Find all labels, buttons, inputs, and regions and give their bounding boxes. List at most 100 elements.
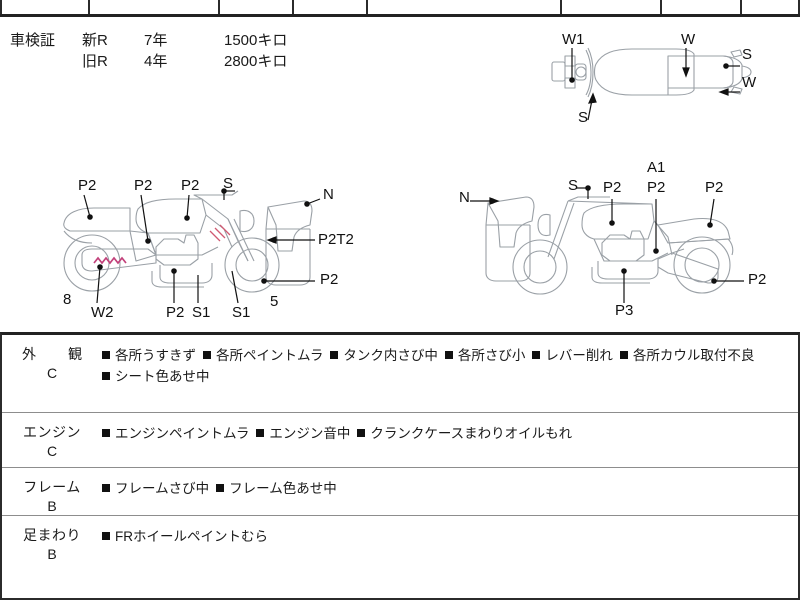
condition-items-frame: フレームさび中フレーム色あせ中 <box>102 468 798 499</box>
diagram-label-right-p2-b: P2 <box>647 179 666 196</box>
category-label: フレーム <box>23 479 81 495</box>
diagram-label-left-w2: W2 <box>91 304 114 321</box>
condition-item: 各所カウル取付不良 <box>619 348 762 363</box>
category-label: 外 観 <box>22 346 91 362</box>
condition-row-appearance: 外 観 C 各所うすきず 各所ペイントムラ タンク内さび中各所さび小レバー削れ 各所カ… <box>2 335 798 413</box>
condition-item: エンジンペイントムラ <box>102 426 256 441</box>
condition-items-suspension: FRホイールペイントむら <box>102 516 798 547</box>
header-cell-divider <box>740 0 742 14</box>
damage-mark-fork <box>209 224 231 242</box>
condition-item-text: エンジン音中 <box>269 426 351 441</box>
clipped-header-row <box>0 0 800 17</box>
bullet-icon <box>102 532 110 541</box>
bullet-icon <box>203 351 211 360</box>
bullet-icon <box>102 372 110 381</box>
category-label: 足まわり <box>23 527 81 543</box>
diagram-label-left-p2-d: P2 <box>320 271 339 288</box>
diagram-label-left-p2-a: P2 <box>78 177 97 194</box>
diagram-label-top-s-right: S <box>742 46 753 63</box>
header-cell-divider <box>798 0 800 14</box>
condition-item: フレーム色あせ中 <box>216 481 344 496</box>
diagram-label-left-5: 5 <box>270 293 279 310</box>
diagram-label-top-w1: W1 <box>562 31 585 48</box>
condition-item-text: シート色あせ中 <box>115 369 210 384</box>
condition-item: シート色あせ中 <box>102 369 217 384</box>
diagram-label-right-p2-c: P2 <box>705 179 724 196</box>
bullet-icon <box>619 351 628 360</box>
condition-item-text: FRホイールペイントむら <box>115 529 268 544</box>
registration-year-old: 4年 <box>144 53 168 70</box>
condition-item-text: タンク内さび中 <box>343 348 438 363</box>
condition-category-frame: フレーム B <box>2 468 102 516</box>
condition-items-appearance: 各所うすきず 各所ペイントムラ タンク内さび中各所さび小レバー削れ 各所カウル取付不良… <box>102 335 798 387</box>
category-grade: B <box>47 546 57 562</box>
diagram-label-left-s1-a: S1 <box>192 304 211 321</box>
left-view-svg <box>63 190 313 293</box>
bullet-icon <box>330 351 339 360</box>
condition-category-engine: エンジン C <box>2 413 102 461</box>
diagram-label-left-s: S <box>223 175 234 192</box>
condition-item-text: レバー削れ <box>545 348 613 363</box>
diagram-label-top-w-right: W <box>742 74 757 91</box>
diagram-label-right-p2-a: P2 <box>603 179 622 196</box>
condition-item-text: 各所カウル取付不良 <box>632 348 755 363</box>
registration-mileage-old: 2800キロ <box>224 53 288 70</box>
left-view-leader-lines <box>83 188 321 304</box>
bullet-icon <box>256 429 265 438</box>
condition-item: エンジン音中 <box>256 426 357 441</box>
bullet-icon <box>102 484 110 493</box>
condition-item: クランクケースまわりオイルもれ <box>357 426 579 441</box>
motorcycle-left-view-diagram <box>52 185 342 300</box>
registration-era-new: 新R <box>82 32 108 49</box>
condition-category-suspension: 足まわり B <box>2 516 102 564</box>
bullet-icon <box>444 351 453 360</box>
category-grade: C <box>46 365 58 381</box>
condition-item: 各所うすきず <box>102 348 203 363</box>
header-cell-divider <box>660 0 662 14</box>
bullet-icon <box>102 351 110 360</box>
category-label: エンジン <box>23 424 81 440</box>
condition-items-engine: エンジンペイントムラ エンジン音中クランクケースまわりオイルもれ <box>102 413 798 444</box>
header-cell-divider <box>366 0 368 14</box>
bullet-icon <box>357 429 366 438</box>
condition-item-text: 各所ペイントムラ <box>216 348 324 363</box>
registration-row: 車検証 新R 7年 1500キロ <box>10 30 314 51</box>
header-cell-divider <box>0 0 2 14</box>
condition-category-appearance: 外 観 C <box>2 335 102 383</box>
motorcycle-top-view-diagram <box>548 42 758 112</box>
condition-item: 各所ペイントムラ <box>203 348 330 363</box>
registration-label: 車検証 <box>10 32 56 49</box>
condition-row-engine: エンジン C エンジンペイントムラ エンジン音中クランクケースまわりオイルもれ <box>2 413 798 468</box>
registration-year-new: 7年 <box>144 32 168 49</box>
diagram-label-left-p2t2: P2T2 <box>318 231 354 248</box>
bullet-icon <box>102 429 110 438</box>
diagram-label-right-p2-d: P2 <box>748 271 767 288</box>
registration-mileage-new: 1500キロ <box>224 32 288 49</box>
condition-table: 外 観 C 各所うすきず 各所ペイントムラ タンク内さび中各所さび小レバー削れ 各所カ… <box>0 332 800 600</box>
diagram-label-left-n: N <box>323 186 334 203</box>
diagram-label-left-8: 8 <box>63 291 72 308</box>
diagram-label-right-p3: P3 <box>615 302 634 319</box>
diagram-label-left-p2-b: P2 <box>134 177 153 194</box>
right-view-leader-lines <box>470 185 744 303</box>
condition-item-text: フレーム色あせ中 <box>229 481 337 496</box>
diagram-label-left-p2-c: P2 <box>181 177 200 194</box>
header-cell-divider <box>88 0 90 14</box>
condition-item-text: 各所うすきず <box>115 348 196 363</box>
diagram-label-left-p2-e: P2 <box>166 304 185 321</box>
diagram-label-right-a1: A1 <box>647 159 666 176</box>
condition-item: 各所さび小 <box>444 348 533 363</box>
diagram-label-top-w: W <box>681 31 696 48</box>
top-view-leader-lines <box>569 48 740 121</box>
category-grade: C <box>46 443 58 459</box>
diagram-label-right-n: N <box>459 189 470 206</box>
top-view-svg <box>551 47 752 98</box>
condition-item: タンク内さび中 <box>330 348 445 363</box>
condition-item-text: エンジンペイントムラ <box>115 426 250 441</box>
condition-item: FRホイールペイントむら <box>102 529 275 544</box>
clipped-header-text <box>374 1 554 10</box>
header-cell-divider <box>218 0 220 14</box>
category-grade: B <box>47 498 57 514</box>
damage-mark-exhaust <box>93 256 127 265</box>
